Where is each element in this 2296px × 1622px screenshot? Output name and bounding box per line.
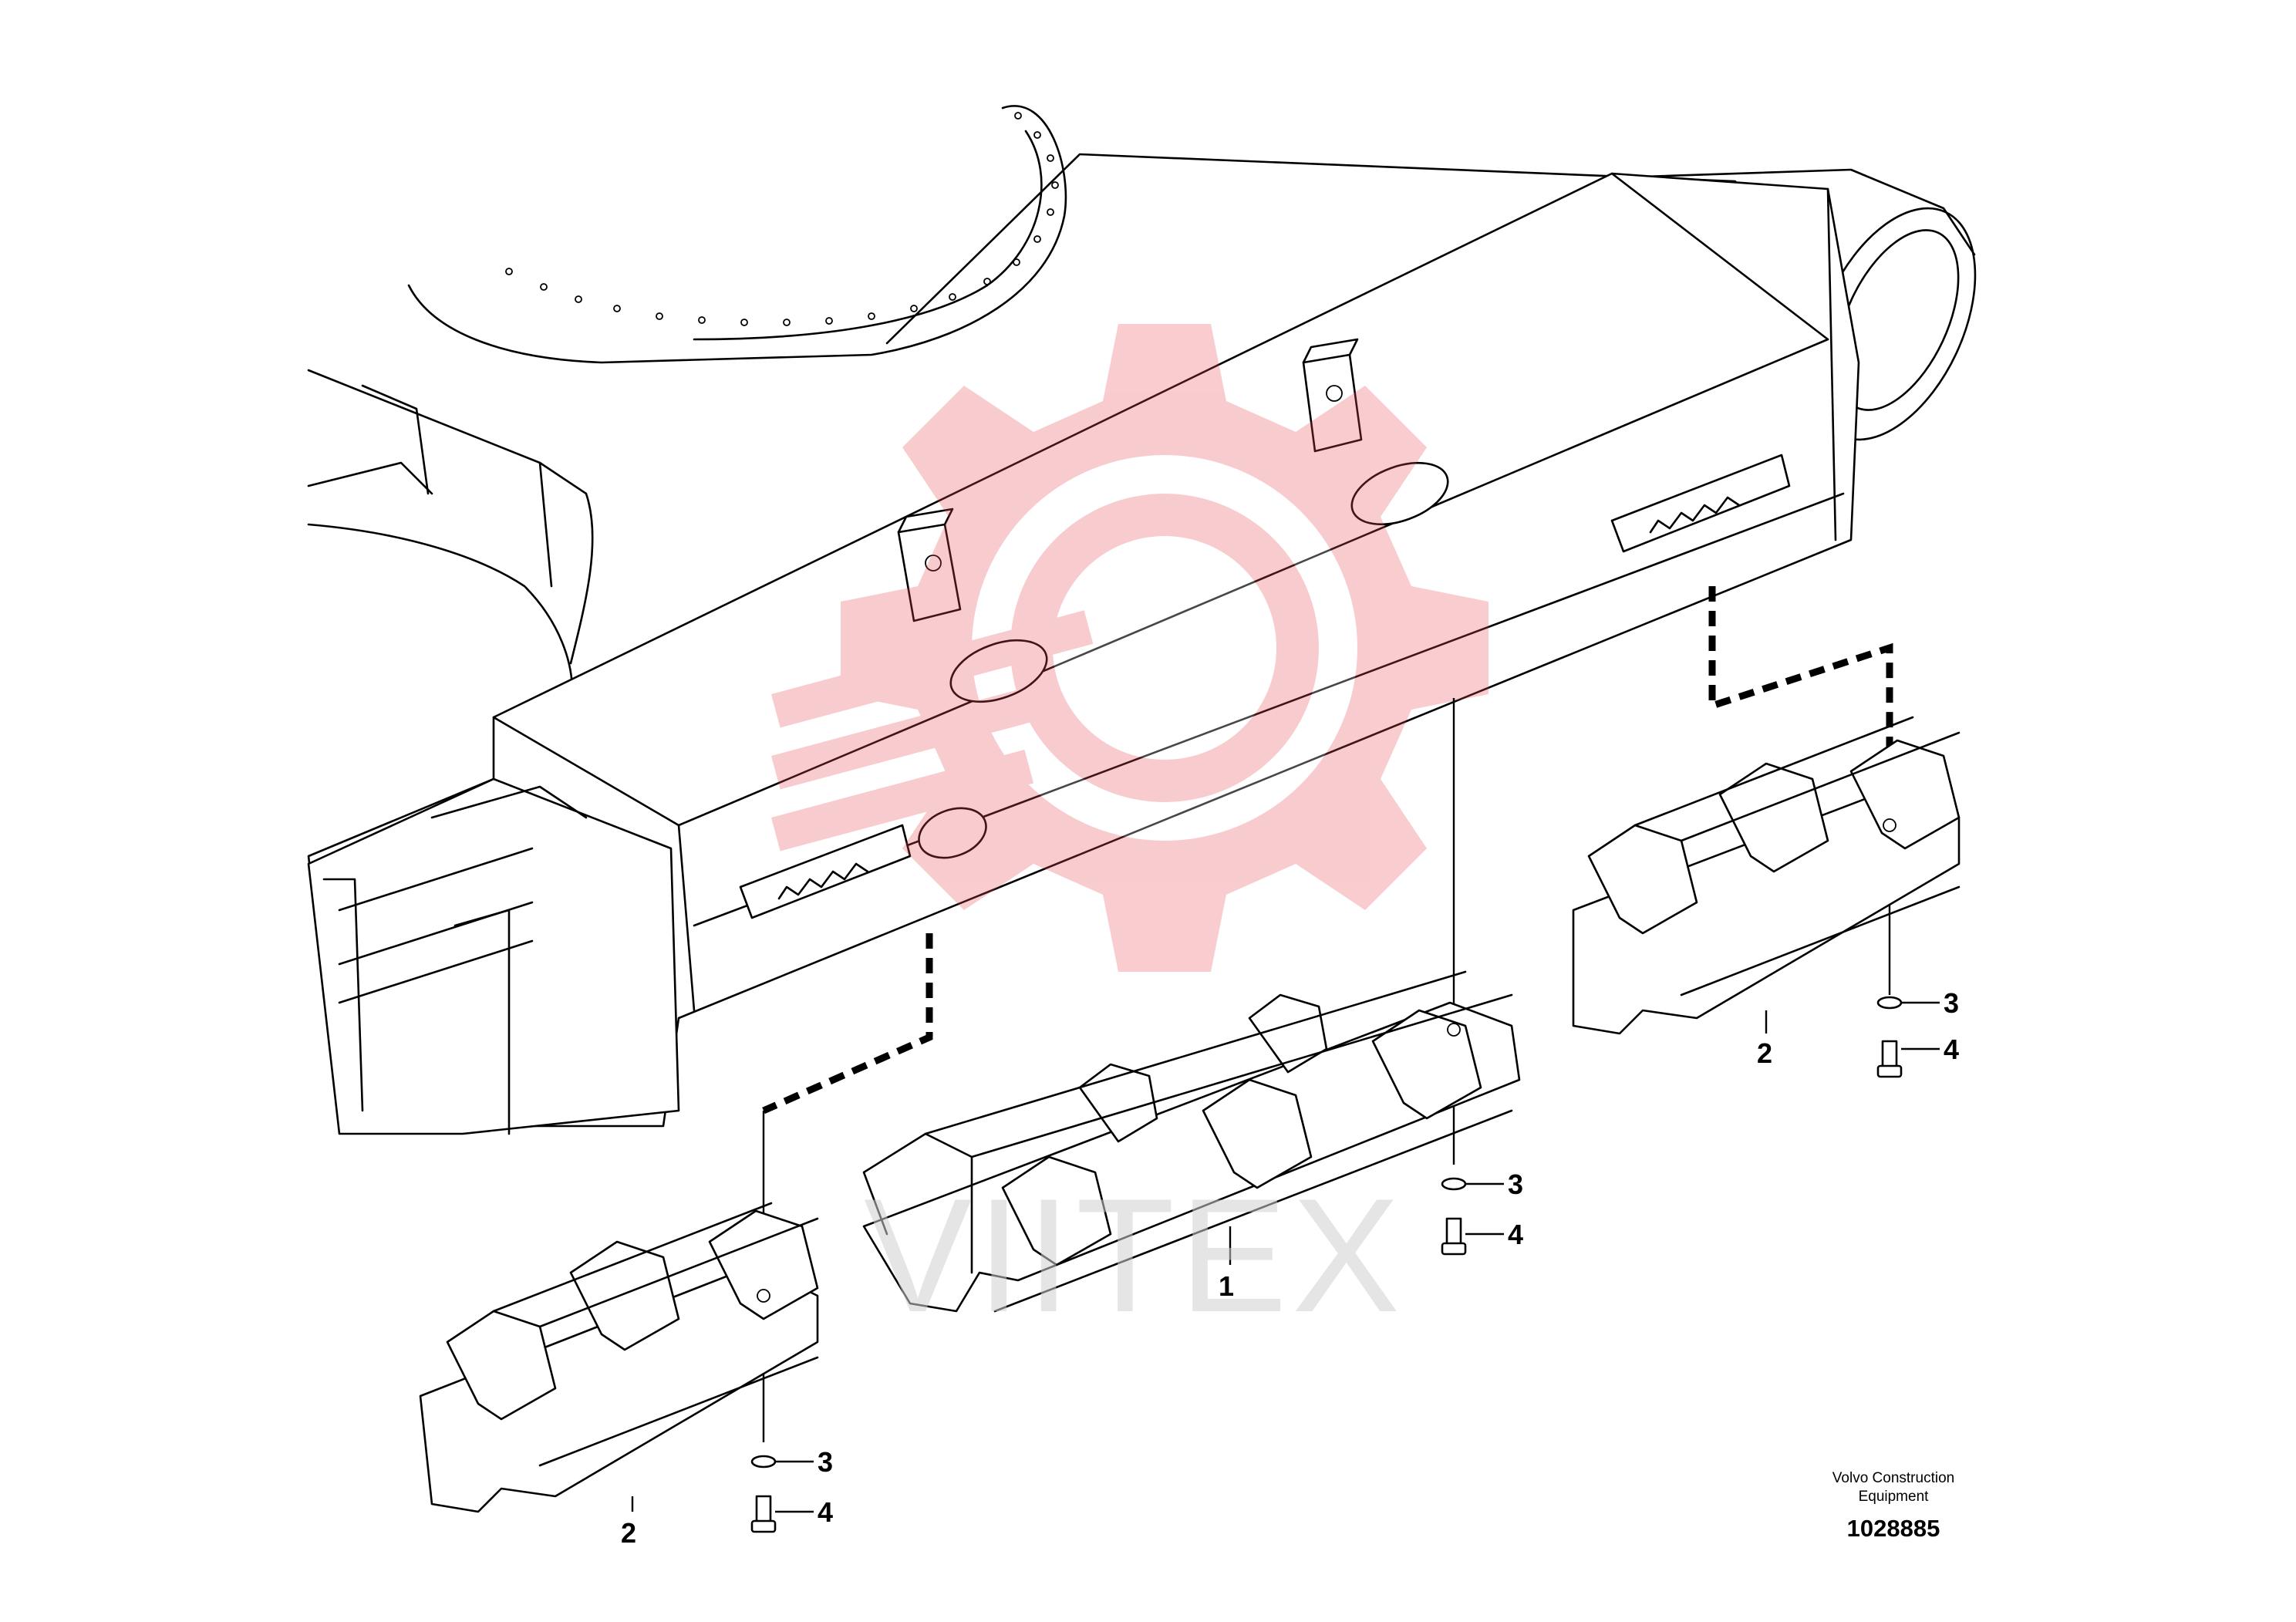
track-guard-left bbox=[419, 1202, 819, 1513]
watermark-text: VIITEX bbox=[864, 1165, 1404, 1346]
title-block: Volvo Construction Equipment 1028885 bbox=[1832, 1470, 1954, 1542]
callout-part-4-right: 4 bbox=[1944, 1034, 1959, 1065]
callout-part-3-left: 3 bbox=[818, 1446, 833, 1478]
assembly-dashed-lines bbox=[762, 586, 1893, 1442]
fasteners bbox=[750, 996, 1903, 1533]
drawing-number: 1028885 bbox=[1847, 1515, 1940, 1542]
publisher-line-2: Equipment bbox=[1859, 1489, 1930, 1505]
callout-part-3-right: 3 bbox=[1944, 987, 1959, 1019]
callout-part-3-mid: 3 bbox=[1508, 1168, 1523, 1200]
track-frame-beam bbox=[307, 172, 1860, 1135]
upper-frame bbox=[307, 105, 1977, 711]
callout-part-2-right: 2 bbox=[1757, 1037, 1772, 1069]
publisher-line-1: Volvo Construction bbox=[1832, 1470, 1954, 1486]
callout-part-4-left: 4 bbox=[818, 1496, 833, 1528]
callout-labels: 1 2 2 3 3 3 4 4 4 bbox=[621, 987, 1959, 1549]
callout-part-4-mid: 4 bbox=[1508, 1219, 1523, 1250]
track-guard-right bbox=[1572, 716, 1961, 1035]
callout-part-2-left: 2 bbox=[621, 1517, 636, 1549]
screw-icon bbox=[750, 1040, 1903, 1533]
callout-leaders bbox=[631, 1001, 1940, 1513]
callout-part-1: 1 bbox=[1219, 1270, 1234, 1302]
ring-bolt-holes bbox=[505, 112, 1059, 326]
gear-logo-icon bbox=[770, 324, 1489, 972]
track-guard-center bbox=[862, 970, 1521, 1313]
